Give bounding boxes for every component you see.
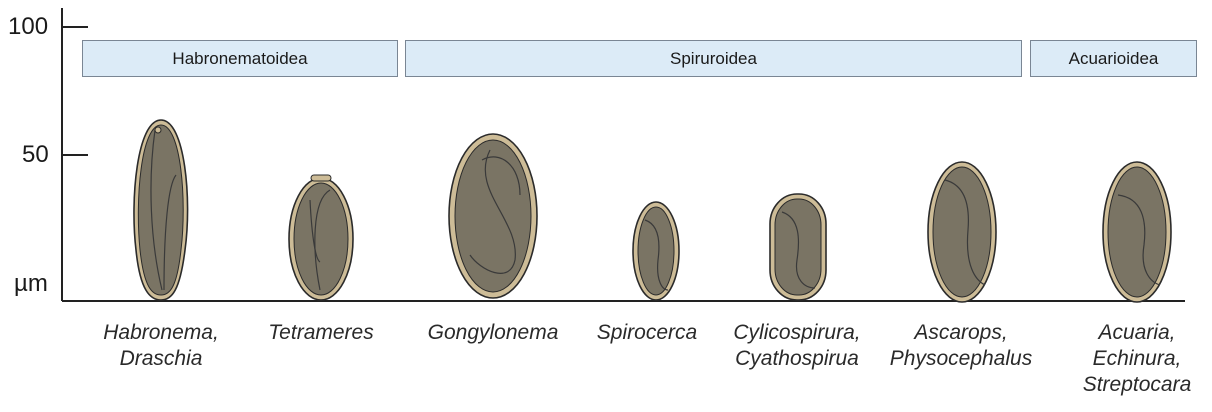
genus-label-cylicospirura: Cylicospirura, Cyathospirua <box>712 320 882 372</box>
unit-label: µm <box>14 270 48 298</box>
genus-label-gongylonema: Gongylonema <box>408 320 578 346</box>
genus-line: Echinura, <box>1052 346 1212 372</box>
genus-label-spirocerca: Spirocerca <box>562 320 732 346</box>
group-habronematoidea: Habronematoidea <box>82 40 398 77</box>
genus-line: Spirocerca <box>562 320 732 346</box>
egg-cylicospirura <box>770 194 826 300</box>
egg-spirocerca <box>633 202 679 300</box>
genus-line: Streptocara <box>1052 372 1212 398</box>
egg-acuaria <box>1103 162 1171 302</box>
tick-label-50: 50 <box>22 141 49 169</box>
genus-line: Cylicospirura, <box>712 320 882 346</box>
egg-ascarops <box>928 162 996 302</box>
group-acuarioidea: Acuarioidea <box>1030 40 1197 77</box>
genus-line: Tetrameres <box>236 320 406 346</box>
egg-tetrameres <box>289 175 353 300</box>
genus-line: Ascarops, <box>876 320 1046 346</box>
egg-habronema <box>134 120 188 300</box>
genus-line: Physocephalus <box>876 346 1046 372</box>
genus-line: Acuaria, <box>1052 320 1212 346</box>
genus-line: Draschia <box>76 346 246 372</box>
genus-line: Cyathospirua <box>712 346 882 372</box>
genus-label-ascarops: Ascarops, Physocephalus <box>876 320 1046 372</box>
group-spiruroidea: Spiruroidea <box>405 40 1022 77</box>
genus-label-acuaria: Acuaria, Echinura, Streptocara <box>1052 320 1212 398</box>
egg-gongylonema <box>449 134 537 298</box>
genus-line: Habronema, <box>76 320 246 346</box>
genus-label-tetrameres: Tetrameres <box>236 320 406 346</box>
tick-label-100: 100 <box>8 13 48 41</box>
genus-label-habronema: Habronema, Draschia <box>76 320 246 372</box>
genus-line: Gongylonema <box>408 320 578 346</box>
